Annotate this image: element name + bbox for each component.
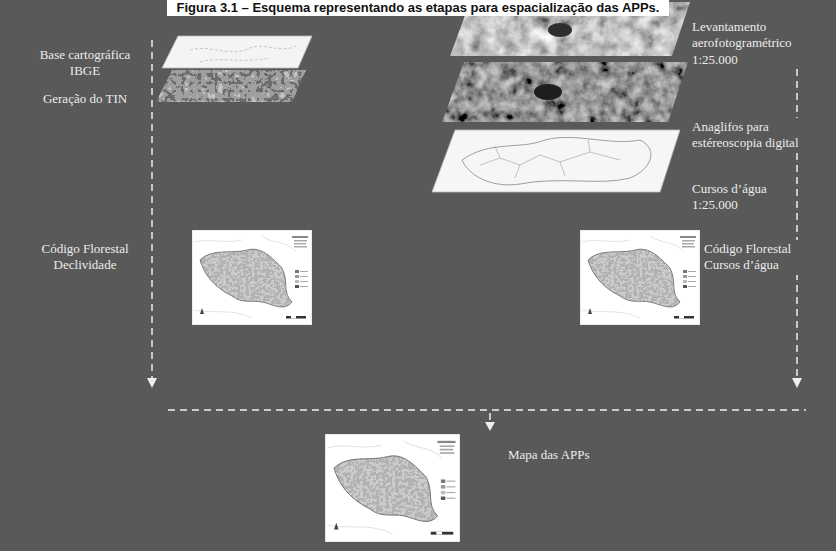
step-label: Levantamento aerofotogramétrico 1:25.000	[690, 18, 804, 69]
step-label: Anaglifos para estéreoscopia digital	[690, 118, 816, 153]
figure-title: Figura 3.1 – Esquema representando as et…	[177, 0, 660, 16]
step-label: Código Florestal Declividade	[25, 240, 145, 275]
step-label: Base cartográfica IBGE	[25, 46, 145, 81]
step-label: Cursos d’água 1:25.000	[690, 180, 790, 215]
title-strip: Figura 3.1 – Esquema representando as et…	[167, 0, 670, 16]
step-label: Mapa das APPs	[506, 446, 592, 464]
step-label: Código Florestal Cursos d’água	[702, 240, 806, 275]
step-label: Geração do TIN	[41, 90, 129, 108]
